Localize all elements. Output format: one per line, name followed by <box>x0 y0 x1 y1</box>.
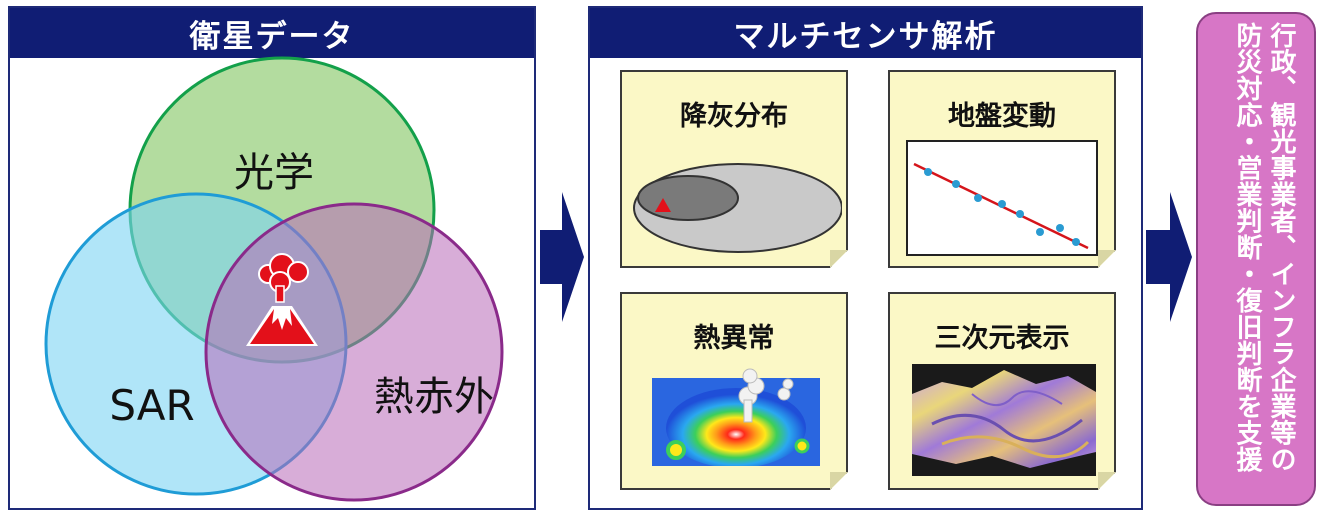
optical-label: 光学 <box>234 150 314 196</box>
steam-plume-icon <box>739 369 793 422</box>
thermal-heatmap <box>652 366 820 466</box>
ground-title: 地盤変動 <box>948 101 1056 132</box>
ashfall-map <box>628 160 842 260</box>
analysis-title: マルチセンサ解析 <box>590 8 1141 58</box>
ashfall-title: 降灰分布 <box>680 101 788 132</box>
multi-sensor-analysis-panel: マルチセンサ解析 降灰分布 地盤変動 熱異常 <box>588 6 1143 510</box>
volcano-eruption-icon <box>246 253 318 346</box>
satellite-data-panel: 衛星データ 光学 SAR 熱赤外 <box>8 6 536 510</box>
flow-arrow-2 <box>1146 192 1192 322</box>
thermal-anomaly-title: 熱異常 <box>693 323 775 354</box>
sar-label: SAR <box>109 381 194 430</box>
thermal-circle <box>204 202 504 502</box>
sensor-venn-diagram: 光学 SAR 熱赤外 <box>44 56 504 502</box>
ashfall-distribution-card: 降灰分布 <box>620 70 848 268</box>
three-d-terrain-render <box>912 364 1096 476</box>
result-text-column-1: 行政、観光事業者、インフラ企業等の <box>1266 22 1296 473</box>
volcano-marker-icon <box>655 198 671 212</box>
decision-support-box: 行政、観光事業者、インフラ企業等の 防災対応・営業判断・復旧判断を支援 <box>1196 12 1316 506</box>
satellite-data-title: 衛星データ <box>10 8 534 58</box>
ground-deformation-card: 地盤変動 <box>888 70 1116 268</box>
thermal-label: 熱赤外 <box>374 374 494 420</box>
threed-title: 三次元表示 <box>934 323 1070 354</box>
result-text-column-2: 防災対応・営業判断・復旧判断を支援 <box>1232 22 1262 473</box>
flow-arrow-1 <box>540 192 584 322</box>
thermal-anomaly-card: 熱異常 <box>620 292 848 490</box>
ground-deformation-plot <box>906 140 1100 258</box>
three-d-display-card: 三次元表示 <box>888 292 1116 490</box>
